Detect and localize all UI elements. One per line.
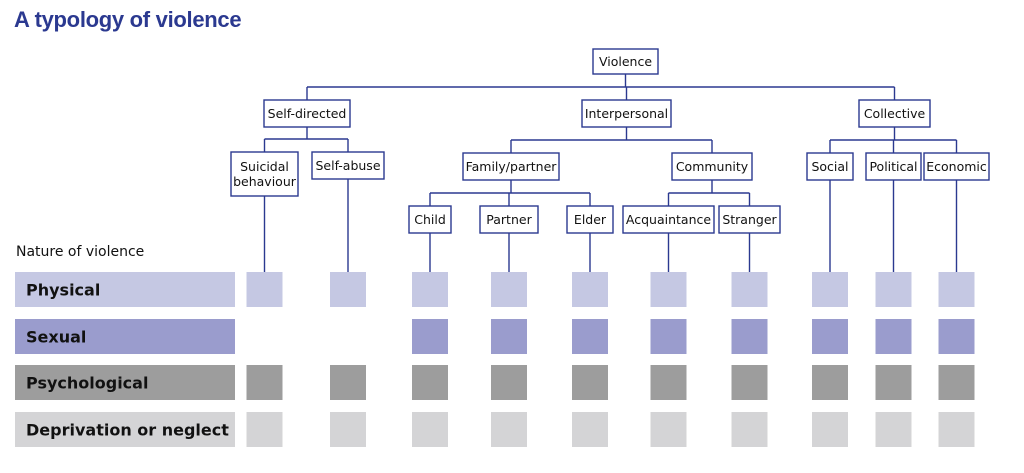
cell-physical-economic <box>938 272 975 307</box>
node-community <box>671 152 753 181</box>
cell-psychological-suicidal-behaviour <box>246 365 283 400</box>
cell-deprivation-or-neglect-acquaintance <box>650 412 687 447</box>
node-social <box>806 152 854 181</box>
cell-psychological-stranger <box>731 365 768 400</box>
node-label-political: Political <box>869 159 917 174</box>
row-label-physical: Physical <box>26 281 100 300</box>
cell-deprivation-or-neglect-suicidal-behaviour <box>246 412 283 447</box>
node-label-self-abuse: Self-abuse <box>315 158 380 173</box>
cell-deprivation-or-neglect-self-abuse <box>330 412 366 447</box>
node-label-collective: Collective <box>864 106 926 121</box>
row-band-deprivation-or-neglect <box>15 412 235 447</box>
row-band-psychological <box>15 365 235 400</box>
node-label-violence: Violence <box>599 54 652 69</box>
cell-sexual-social <box>812 319 848 354</box>
cell-psychological-child <box>412 365 448 400</box>
node-label-community: Community <box>676 159 749 174</box>
cell-physical-self-abuse <box>330 272 366 307</box>
cell-deprivation-or-neglect-elder <box>572 412 608 447</box>
cell-psychological-social <box>812 365 848 400</box>
cell-deprivation-or-neglect-social <box>812 412 848 447</box>
row-label-deprivation-or-neglect: Deprivation or neglect <box>26 421 229 440</box>
row-band-sexual <box>15 319 235 354</box>
cell-physical-social <box>812 272 848 307</box>
node-label-family-partner: Family/partner <box>466 159 558 174</box>
cell-sexual-partner <box>491 319 527 354</box>
node-label-acquaintance: Acquaintance <box>626 212 711 227</box>
node-child <box>408 205 452 234</box>
cell-deprivation-or-neglect-political <box>875 412 912 447</box>
nature-of-violence-label: Nature of violence <box>16 244 144 260</box>
node-label-interpersonal: Interpersonal <box>585 106 668 121</box>
row-label-sexual: Sexual <box>26 328 86 347</box>
cell-deprivation-or-neglect-stranger <box>731 412 768 447</box>
node-stranger <box>718 205 781 234</box>
cell-sexual-child <box>412 319 448 354</box>
cell-deprivation-or-neglect-partner <box>491 412 527 447</box>
cell-psychological-self-abuse <box>330 365 366 400</box>
cell-sexual-acquaintance <box>650 319 687 354</box>
cell-physical-acquaintance <box>650 272 687 307</box>
node-violence <box>592 48 659 75</box>
page-title: A typology of violence <box>14 7 242 32</box>
node-acquaintance <box>622 205 715 234</box>
cell-deprivation-or-neglect-economic <box>938 412 975 447</box>
cell-psychological-elder <box>572 365 608 400</box>
node-label-child: Child <box>414 212 446 227</box>
node-label-self-directed: Self-directed <box>268 106 347 121</box>
node-label-suicidal-behaviour: behaviour <box>233 174 297 189</box>
node-label-partner: Partner <box>486 212 532 227</box>
node-label-stranger: Stranger <box>722 212 777 227</box>
row-band-physical <box>15 272 235 307</box>
cell-psychological-partner <box>491 365 527 400</box>
cell-sexual-stranger <box>731 319 768 354</box>
node-partner <box>479 205 539 234</box>
cell-sexual-economic <box>938 319 975 354</box>
node-label-social: Social <box>811 159 848 174</box>
row-label-psychological: Psychological <box>26 374 148 393</box>
cell-psychological-acquaintance <box>650 365 687 400</box>
node-family-partner <box>462 152 560 181</box>
cell-sexual-political <box>875 319 912 354</box>
cell-psychological-political <box>875 365 912 400</box>
node-label-suicidal-behaviour: Suicidal <box>240 159 289 174</box>
cell-physical-political <box>875 272 912 307</box>
cell-physical-partner <box>491 272 527 307</box>
cell-physical-child <box>412 272 448 307</box>
node-interpersonal <box>581 99 672 128</box>
cell-psychological-economic <box>938 365 975 400</box>
node-label-economic: Economic <box>926 159 987 174</box>
cell-deprivation-or-neglect-child <box>412 412 448 447</box>
cell-physical-stranger <box>731 272 768 307</box>
cell-physical-elder <box>572 272 608 307</box>
cell-sexual-elder <box>572 319 608 354</box>
cell-physical-suicidal-behaviour <box>246 272 283 307</box>
node-label-elder: Elder <box>574 212 607 227</box>
